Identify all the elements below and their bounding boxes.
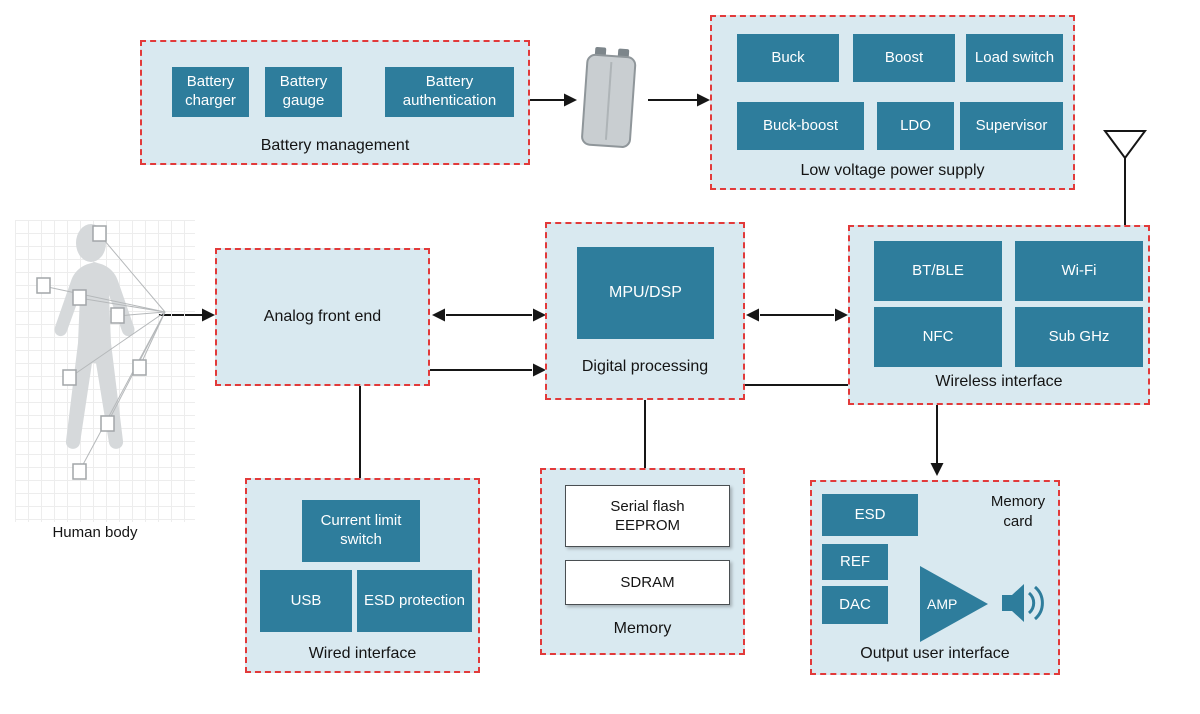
- block-usb: USB: [260, 570, 352, 632]
- arrowhead-right-powersupply: [697, 93, 710, 107]
- block-wifi: Wi-Fi: [1015, 241, 1143, 301]
- label-wired-interface: Wired interface: [308, 645, 417, 662]
- arrowhead-right-afe: [202, 308, 215, 322]
- block-buck-boost: Buck-boost: [737, 102, 864, 150]
- body-shape: [54, 262, 135, 449]
- block-sdram: SDRAM: [565, 560, 730, 605]
- battery-icon: [581, 46, 637, 148]
- human-silhouette: [36, 224, 166, 480]
- block-esd-protection: ESD protection: [357, 570, 472, 632]
- block-battery-authentication: Battery authentication: [385, 67, 514, 117]
- label-wireless-interface: Wireless interface: [935, 373, 1063, 390]
- block-analog-front-end: Analog front end: [215, 248, 430, 386]
- group-battery-management: Battery charger Battery gauge Battery au…: [140, 40, 530, 165]
- label-low-voltage-power-supply: Low voltage power supply: [800, 162, 985, 179]
- block-serial-flash-eeprom: Serial flash EEPROM: [565, 485, 730, 547]
- block-esd: ESD: [822, 494, 918, 536]
- label-memory: Memory: [613, 620, 672, 637]
- sensor-hand: [132, 359, 147, 376]
- block-mpu-dsp: MPU/DSP: [577, 247, 714, 339]
- group-low-voltage-power-supply: Buck Boost Load switch Buck-boost LDO Su…: [710, 15, 1075, 190]
- block-amp: AMP: [920, 566, 988, 642]
- sensor-head: [92, 225, 107, 242]
- block-battery-gauge: Battery gauge: [265, 67, 342, 117]
- block-sub-ghz: Sub GHz: [1015, 307, 1143, 367]
- block-ldo: LDO: [877, 102, 954, 150]
- block-dac: DAC: [822, 586, 888, 624]
- sensor-chest: [72, 289, 87, 306]
- block-battery-charger: Battery charger: [172, 67, 249, 117]
- group-wired-interface: Current limit switch USB ESD protection …: [245, 478, 480, 673]
- block-nfc: NFC: [874, 307, 1002, 367]
- sensor-side: [110, 307, 125, 324]
- group-memory: Serial flash EEPROM SDRAM Memory: [540, 468, 745, 655]
- arrowhead-left-afe: [432, 308, 445, 322]
- label-battery-management: Battery management: [260, 137, 410, 154]
- human-body-figure: [15, 220, 195, 522]
- speaker-icon: [1002, 584, 1044, 622]
- sensor-hip: [62, 369, 77, 386]
- arrowhead-left-dp: [746, 308, 759, 322]
- memory-card-label: Memory card: [990, 493, 1046, 530]
- block-supervisor: Supervisor: [960, 102, 1063, 150]
- amp-label: AMP: [927, 596, 958, 612]
- sensor-knee: [100, 415, 115, 432]
- label-output-user-interface: Output user interface: [860, 645, 1010, 662]
- arrow-wired-to-dp: [359, 369, 532, 478]
- group-digital-processing: MPU/DSP Digital processing: [545, 222, 745, 400]
- block-current-limit-switch: Current limit switch: [302, 500, 420, 562]
- human-body-label: Human body: [52, 524, 138, 541]
- arrowhead-right-wireless: [835, 308, 848, 322]
- sensor-shoulder: [36, 277, 51, 294]
- block-ref: REF: [822, 544, 888, 580]
- arrowhead-down-output: [930, 463, 944, 476]
- block-boost: Boost: [853, 34, 955, 82]
- group-wireless-interface: BT/BLE Wi-Fi NFC Sub GHz Wireless interf…: [848, 225, 1150, 405]
- label-digital-processing: Digital processing: [581, 358, 709, 375]
- block-buck: Buck: [737, 34, 839, 82]
- block-load-switch: Load switch: [966, 34, 1063, 82]
- group-output-user-interface: ESD REF DAC AMP Memory card Output user …: [810, 480, 1060, 675]
- sensor-ankle: [72, 463, 87, 480]
- antenna-icon: [1103, 130, 1147, 226]
- block-bt-ble: BT/BLE: [874, 241, 1002, 301]
